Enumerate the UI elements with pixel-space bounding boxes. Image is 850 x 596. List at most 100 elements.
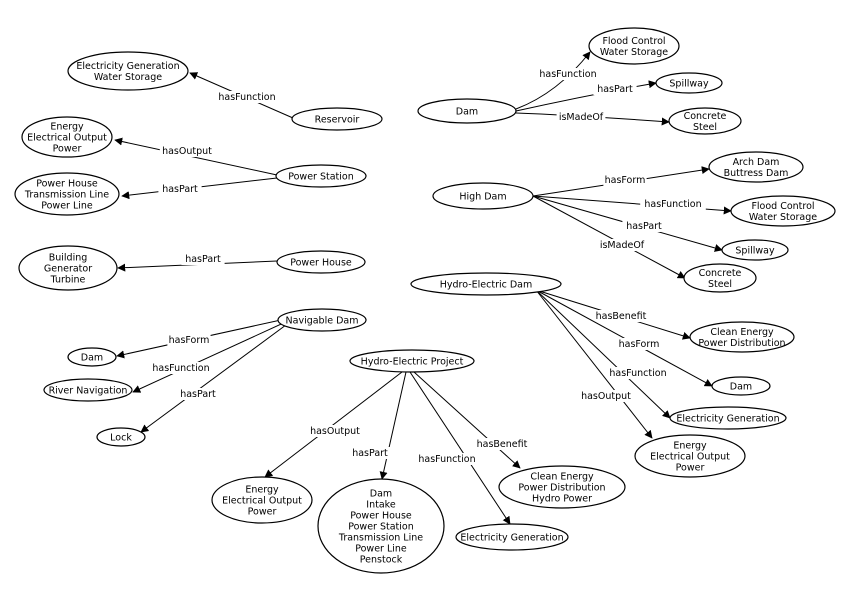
node-label-line: Electrical Output [650, 452, 730, 463]
node-reservoir: Reservoir [291, 107, 383, 131]
edge-hasPart-high_dam-spillway_2: hasPart [532, 195, 723, 252]
edge-label: hasBenefit [596, 311, 647, 322]
node-label-line: Concrete [699, 268, 742, 279]
node-label-line: Electricity Generation [676, 414, 779, 425]
node-ellipse [655, 72, 723, 94]
node-label-line: Generator [44, 264, 92, 275]
edges-layer: hasFunctionhasOutputhasParthasParthasFor… [114, 51, 732, 525]
node-label-line: Intake [366, 500, 396, 511]
node-label-line: Power [676, 463, 705, 474]
node-label-line: Hydro-Electric Project [361, 357, 464, 368]
edge-hasOutput-power_station-energy_out_1: hasOutput [114, 137, 278, 176]
node-ellipse [708, 151, 804, 183]
edge-label: isMadeOf [559, 112, 604, 123]
edge-arrow [409, 371, 511, 525]
edge-label: hasOutput [581, 391, 631, 402]
node-label-line: Power House [350, 511, 412, 522]
node-label-line: Turbine [50, 275, 86, 286]
edge-hasFunction-hydro_project-elec_gen_2: hasFunction [409, 371, 511, 525]
edge-hasForm-navigable_dam-dam_left: hasForm [116, 317, 291, 359]
node-spillway-2: Spillway [721, 239, 789, 261]
edge-label: hasForm [169, 335, 210, 346]
edge-label-background [148, 362, 214, 374]
node-lock: Lock [96, 427, 146, 447]
node-label-line: Buttress Dam [724, 168, 789, 179]
node-ellipse [432, 182, 534, 210]
node-ellipse [711, 376, 771, 396]
node-ellipse [410, 272, 562, 296]
node-label-line: Dam [456, 107, 478, 118]
edge-label-background [605, 367, 671, 379]
node-high-dam: High Dam [432, 182, 534, 210]
edge-label-background [176, 388, 220, 400]
node-label-line: Power Distribution [698, 338, 785, 349]
node-label-line: Dam [370, 489, 392, 500]
edge-label-background [158, 183, 202, 195]
node-label-line: Power Distribution [518, 483, 605, 494]
edge-arrow [532, 195, 686, 279]
node-label-line: Transmission Line [338, 533, 423, 544]
edge-label-background [617, 338, 661, 350]
edge-label: hasOutput [310, 426, 360, 437]
node-label-line: Penstock [360, 555, 403, 566]
node-label-line: Lock [110, 433, 132, 444]
node-label-line: Water Storage [94, 72, 162, 83]
node-ellipse [43, 378, 133, 402]
edge-label-background [640, 198, 706, 210]
edge-isMadeOf-dam-concrete_1: isMadeOf [515, 111, 670, 126]
node-label-line: Energy [673, 441, 707, 452]
node-hydro-project: Hydro-Electric Project [349, 349, 475, 373]
node-ellipse [21, 116, 113, 158]
node-label-line: Electricity Generation [76, 61, 179, 72]
node-elec-gen-1: Electricity Generation [669, 406, 787, 430]
node-ellipse [668, 107, 742, 135]
node-label-line: Clean Energy [710, 327, 774, 338]
node-label-line: Reservoir [315, 115, 360, 126]
node-ellipse [291, 107, 383, 131]
edge-hasBenefit-hydro_project-clean_energy_2: hasBenefit [413, 371, 532, 469]
edge-arrow [413, 371, 521, 469]
node-label-line: Steel [708, 279, 732, 290]
node-ellipse [455, 523, 569, 551]
node-label-line: Power House [290, 258, 352, 269]
node-label-line: Arch Dam [733, 157, 780, 168]
edge-arrow [379, 371, 407, 480]
edge-label: hasPart [185, 254, 221, 265]
node-label-line: Water Storage [749, 212, 817, 223]
node-ellipse [277, 308, 367, 332]
edge-label: hasFunction [218, 92, 275, 103]
edge-label: hasOutput [162, 146, 212, 157]
node-ellipse [67, 51, 189, 91]
edge-label-background [556, 111, 606, 123]
node-ellipse [683, 263, 757, 293]
edge-arrow [140, 321, 291, 433]
edge-label: hasPart [626, 221, 662, 232]
edge-hasBenefit-hydro_dam-clean_energy_1: hasBenefit [535, 289, 691, 340]
node-ellipse [349, 349, 475, 373]
edge-label-background [591, 310, 651, 322]
edge-label: hasPart [162, 184, 198, 195]
node-ellipse [18, 245, 118, 291]
edge-hasPart-power_station-powerhouse_tl: hasPart [121, 177, 278, 200]
node-ellipse [96, 427, 146, 447]
edge-label: hasFunction [609, 368, 666, 379]
node-ellipse [498, 465, 626, 509]
node-hydro-dam: Hydro-Electric Dam [410, 272, 562, 296]
edge-hasFunction-navigable_dam-river_nav: hasFunction [132, 319, 291, 393]
edge-label: hasFunction [418, 454, 475, 465]
edge-label-background [414, 453, 480, 465]
edge-hasPart-hydro_project-dam_parts: hasPart [348, 371, 407, 480]
node-label-line: Power Line [355, 544, 407, 555]
node-ellipse [14, 172, 120, 216]
node-label-line: Spillway [669, 79, 709, 90]
node-ellipse [211, 476, 313, 524]
node-ellipse [634, 434, 746, 478]
